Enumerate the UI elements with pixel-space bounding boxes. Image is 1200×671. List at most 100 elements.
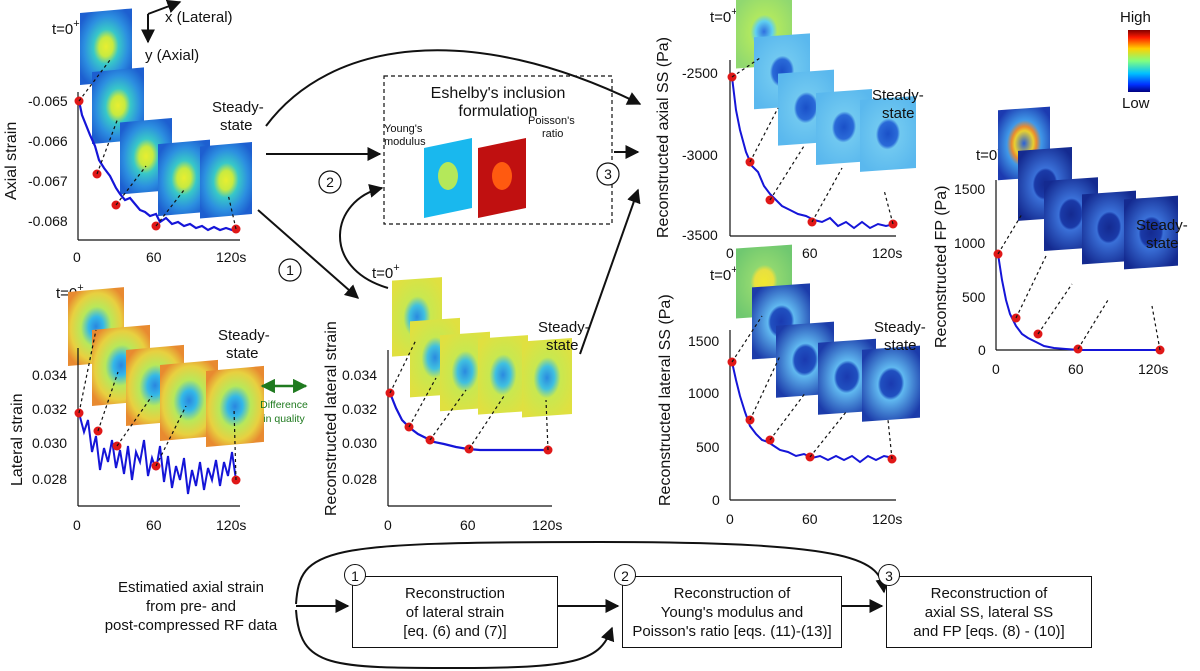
box-line: Reconstruction [404, 584, 506, 602]
axial-ytick-1: -0.065 [28, 93, 68, 109]
steady-state-label: Steady-state [874, 319, 926, 354]
steady-state-label: Steady-state [538, 319, 590, 354]
recon-xtick-1: 0 [384, 517, 392, 533]
axial-ytick-2: -0.066 [28, 133, 68, 149]
recon-lateral-ylabel: Reconstructed lateral strain [323, 321, 340, 516]
axial-strain-frames [80, 8, 252, 219]
axial-strain-curve [77, 100, 238, 232]
recon-xtick-3: 120s [532, 517, 562, 533]
steady-state-label: Steady-state [218, 327, 270, 362]
axial-ss-frames [736, 0, 916, 172]
recon-ytick-3: 0.030 [342, 435, 377, 451]
fp-xtick-1: 0 [992, 361, 1000, 377]
step1-badge: 1 [344, 564, 366, 586]
recon-lateral-curve [388, 392, 548, 452]
fp-ytick-3: 500 [962, 289, 986, 305]
strain-frame-4 [160, 359, 218, 442]
step-number: 2 [326, 174, 334, 190]
lateral-ss-ylabel: Reconstructed lateral SS (Pa) [657, 294, 674, 506]
step2-badge: 2 [614, 564, 636, 586]
steady-state-label: Steady-state [872, 87, 924, 122]
steady-state-label: Steady-state [1136, 217, 1188, 252]
box-line: of lateral strain [405, 603, 505, 621]
t0-label: t=0+ [710, 6, 738, 26]
input-line: Estimatied axial strain [118, 579, 264, 596]
lateral-ytick-2: 0.032 [32, 401, 67, 417]
recon-ytick-2: 0.032 [342, 401, 377, 417]
recon-lateral-chart: t=0+ Steady-state Reconstructed lateral … [323, 262, 590, 533]
stress-frame-5 [862, 345, 920, 422]
box-line: Reconstruction of [930, 584, 1048, 602]
fp-ytick-1: 1500 [954, 181, 985, 197]
pressure-frame-5 [1124, 195, 1178, 270]
colorbar-high-label: High [1120, 9, 1151, 26]
x-lateral-label: x (Lateral) [165, 9, 233, 26]
fp-ytick-4: 0 [978, 342, 986, 358]
axial-strain-ylabel: Axial strain [3, 122, 20, 200]
lss-xtick-2: 60 [802, 511, 818, 527]
recon-ytick-1: 0.034 [342, 367, 377, 383]
input-line: post-compressed RF data [104, 617, 278, 634]
step3-badge: 3 [878, 564, 900, 586]
axial-ytick-4: -0.068 [28, 213, 68, 229]
axial-ss-ylabel: Reconstructed axial SS (Pa) [655, 37, 672, 238]
ss-xtick-3: 120s [872, 245, 902, 261]
coordinate-axes: x (Lateral) y (Axial) [141, 0, 233, 64]
step-number: 3 [604, 166, 612, 182]
axial-xtick-3: 120s [216, 249, 246, 265]
step-number: 1 [286, 262, 294, 278]
pressure-frame-4 [1082, 190, 1136, 265]
fp-xtick-3: 120s [1138, 361, 1168, 377]
lss-ytick-1: 1500 [688, 333, 719, 349]
lateral-strain-chart: t=0+ Steady-state Lateral strain 0.034 0… [9, 282, 270, 533]
axial-ss-chart: t=0+ Steady-state Reconstructed axial SS… [655, 0, 924, 261]
strain-frame-3 [440, 331, 490, 412]
lateral-ss-frames [736, 244, 920, 422]
lateral-ss-chart: t=0+ Steady-state Reconstructed lateral … [657, 244, 926, 527]
t0-label: t=0+ [52, 18, 80, 38]
fp-curve [997, 253, 1158, 351]
lss-ytick-2: 1000 [688, 385, 719, 401]
fp-ytick-2: 1000 [954, 235, 985, 251]
box-line: Young's modulus and [660, 603, 804, 621]
strain-frame-5 [200, 141, 252, 219]
lateral-strain-ylabel: Lateral strain [9, 394, 26, 487]
flow-arrows [257, 49, 642, 355]
stress-frame-4 [818, 338, 876, 415]
lateral-strain-frames [68, 287, 264, 447]
stress-frame-5 [860, 95, 916, 172]
steady-state-label: Steady-state [212, 99, 264, 134]
youngs-inclusion [438, 162, 458, 190]
lss-ytick-4: 0 [712, 492, 720, 508]
lateral-xtick-3: 120s [216, 517, 246, 533]
poisson-inclusion [492, 162, 512, 190]
strain-frame-4 [478, 335, 528, 415]
flowchart-input-text: Estimatied axial strain from pre- and po… [88, 578, 294, 635]
lateral-ytick-4: 0.028 [32, 471, 67, 487]
flowchart-step2-box: Reconstruction of Young's modulus and Po… [622, 576, 842, 648]
stress-frame-4 [816, 89, 872, 165]
axial-xtick-2: 60 [146, 249, 162, 265]
lateral-xtick-1: 0 [73, 517, 81, 533]
lateral-xtick-2: 60 [146, 517, 162, 533]
fp-chart: t=0+ Steady-state Reconstructed FP (Pa) … [933, 106, 1188, 377]
ss-xtick-2: 60 [802, 245, 818, 261]
lateral-strain-curve [78, 412, 237, 495]
fp-frames [998, 106, 1178, 270]
strain-frame-5 [206, 365, 264, 447]
lateral-ytick-1: 0.034 [32, 367, 67, 383]
box-line: Reconstruction of [673, 584, 791, 602]
strain-frame-5 [522, 338, 572, 418]
box-line: and FP [eqs. (8) - (10)] [913, 622, 1065, 640]
fp-ylabel: Reconstructed FP (Pa) [933, 186, 950, 348]
box-line: [eq. (6) and (7)] [403, 622, 507, 640]
box-line: axial SS, lateral SS [924, 603, 1054, 621]
axial-xtick-1: 0 [73, 249, 81, 265]
flowchart-step3-box: Reconstruction of axial SS, lateral SS a… [886, 576, 1092, 648]
fp-xtick-2: 60 [1068, 361, 1084, 377]
flowchart-step1-box: Reconstruction of lateral strain [eq. (6… [352, 576, 558, 648]
